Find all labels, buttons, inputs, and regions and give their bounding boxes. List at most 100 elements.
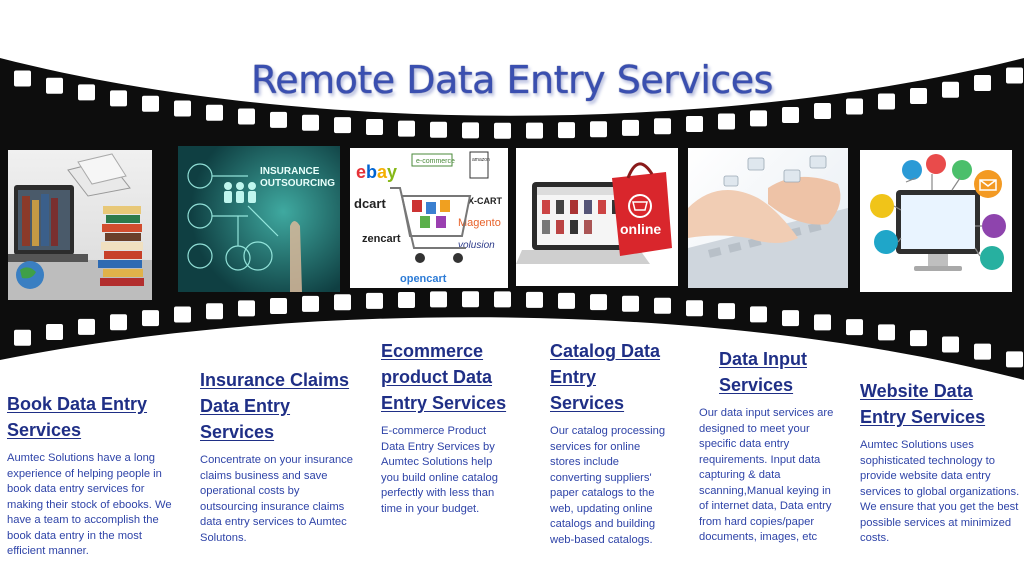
data-input-column: Data Input Services Our data input servi… [699,346,839,546]
sprocket-hole [46,77,63,94]
sprocket-hole [526,291,543,308]
book-data-entry-column: Book Data Entry Services Aumtec Solution… [7,391,177,560]
sprocket-hole [974,343,991,360]
svg-text:X-CART: X-CART [468,196,502,206]
svg-text:dcart: dcart [354,196,386,211]
sprocket-hole [558,122,575,139]
sprocket-hole [398,120,415,137]
sprocket-hole [142,310,159,327]
svg-text:volusion: volusion [458,240,495,251]
sprocket-hole [910,330,927,347]
sprocket-hole [718,113,735,130]
data-input-typing-frame [688,148,848,288]
svg-text:e-commerce: e-commerce [416,158,455,165]
sprocket-hole [494,122,511,139]
sprocket-hole [334,117,351,134]
sprocket-hole [174,306,191,323]
computer-icon [870,154,1006,271]
sprocket-hole [590,121,607,138]
bottom-sprocket-holes [14,291,1023,368]
online-label: online [620,221,661,237]
sprocket-hole [782,310,799,327]
insurance-icon: INSURANCE OUTSOURCING [187,163,335,292]
film-strip-band [0,58,1024,380]
book-data-entry-description: Aumtec Solutions have a long experience … [7,452,172,557]
catalog-data-entry-description: Our catalog processing services for onli… [550,425,666,546]
sprocket-hole [942,81,959,98]
insurance-outsourcing-frame: INSURANCE OUTSOURCING [178,146,340,292]
sprocket-hole [1006,67,1023,84]
sprocket-hole [494,291,511,308]
catalog-laptop-frame: online [516,148,678,286]
sprocket-hole [174,100,191,117]
sprocket-hole [142,95,159,112]
sprocket-hole [558,292,575,309]
shopping-bag-icon: online [516,162,672,264]
website-data-entry-heading[interactable]: Website Data Entry Services [860,381,986,427]
sprocket-hole [206,303,223,320]
sprocket-hole [750,306,767,323]
sprocket-hole [846,98,863,115]
books-icon [8,153,152,300]
sprocket-hole [302,114,319,131]
sprocket-hole [46,324,63,341]
svg-text:opencart: opencart [400,273,447,285]
sprocket-hole [622,119,639,136]
sprocket-hole [686,300,703,317]
book-stack [98,206,144,286]
sprocket-hole [366,292,383,309]
sprocket-hole [814,314,831,331]
ecommerce-product-heading[interactable]: Ecommerce product Data Entry Services [381,341,507,413]
sprocket-hole [14,329,31,346]
data-input-heading[interactable]: Data Input Services [719,349,807,395]
sprocket-hole [398,291,415,308]
insurance-claims-heading[interactable]: Insurance Claims Data Entry Services [200,370,350,442]
sprocket-hole [302,295,319,312]
catalog-data-entry-heading[interactable]: Catalog Data Entry Services [550,341,661,413]
sprocket-hole [718,303,735,320]
sprocket-hole [846,319,863,336]
sprocket-hole [878,93,895,110]
page-title: Remote Data Entry Services [251,58,773,102]
shopping-cart-icon: ebay e-commerce amazon dcart X-CART Mage… [354,151,502,285]
sprocket-hole [366,119,383,136]
sprocket-hole [78,84,95,101]
sprocket-hole [430,121,447,138]
sprocket-hole [686,116,703,133]
website-data-entry-description: Aumtec Solutions uses sophisticated tech… [860,439,1020,544]
sprocket-hole [814,102,831,119]
sprocket-hole [462,122,479,139]
website-data-entry-column: Website Data Entry Services Aumtec Solut… [860,378,1020,547]
svg-text:amazon: amazon [472,157,490,163]
sprocket-hole [334,294,351,311]
sprocket-hole [110,314,127,331]
insurance-label: INSURANCE [260,166,320,177]
top-sprocket-holes [14,67,1023,139]
sprocket-hole [238,108,255,125]
book-data-entry-heading[interactable]: Book Data Entry Services [7,394,148,440]
svg-text:Magento: Magento [458,217,501,229]
sprocket-hole [78,318,95,335]
catalog-data-entry-column: Catalog Data Entry Services Our catalog … [550,338,670,548]
sprocket-hole [14,70,31,87]
ecommerce-platforms-frame: ebay e-commerce amazon dcart X-CART Mage… [350,148,508,288]
sprocket-hole [974,74,991,91]
sprocket-hole [110,90,127,107]
sprocket-hole [270,111,287,128]
sprocket-hole [206,104,223,121]
svg-text:zencart: zencart [362,233,401,245]
sprocket-hole [910,87,927,104]
sprocket-hole [622,295,639,312]
outsourcing-label: OUTSOURCING [260,178,335,189]
sprocket-hole [942,336,959,353]
website-computer-frame [860,150,1012,292]
svg-text:ebay: ebay [356,162,397,182]
books-laptop-frame [8,150,152,300]
sprocket-hole [526,122,543,139]
sprocket-hole [750,110,767,127]
ecommerce-product-column: Ecommerce product Data Entry Services E-… [381,338,511,517]
sprocket-hole [238,300,255,317]
insurance-claims-description: Concentrate on your insurance claims bus… [200,454,353,544]
sprocket-hole [654,297,671,314]
